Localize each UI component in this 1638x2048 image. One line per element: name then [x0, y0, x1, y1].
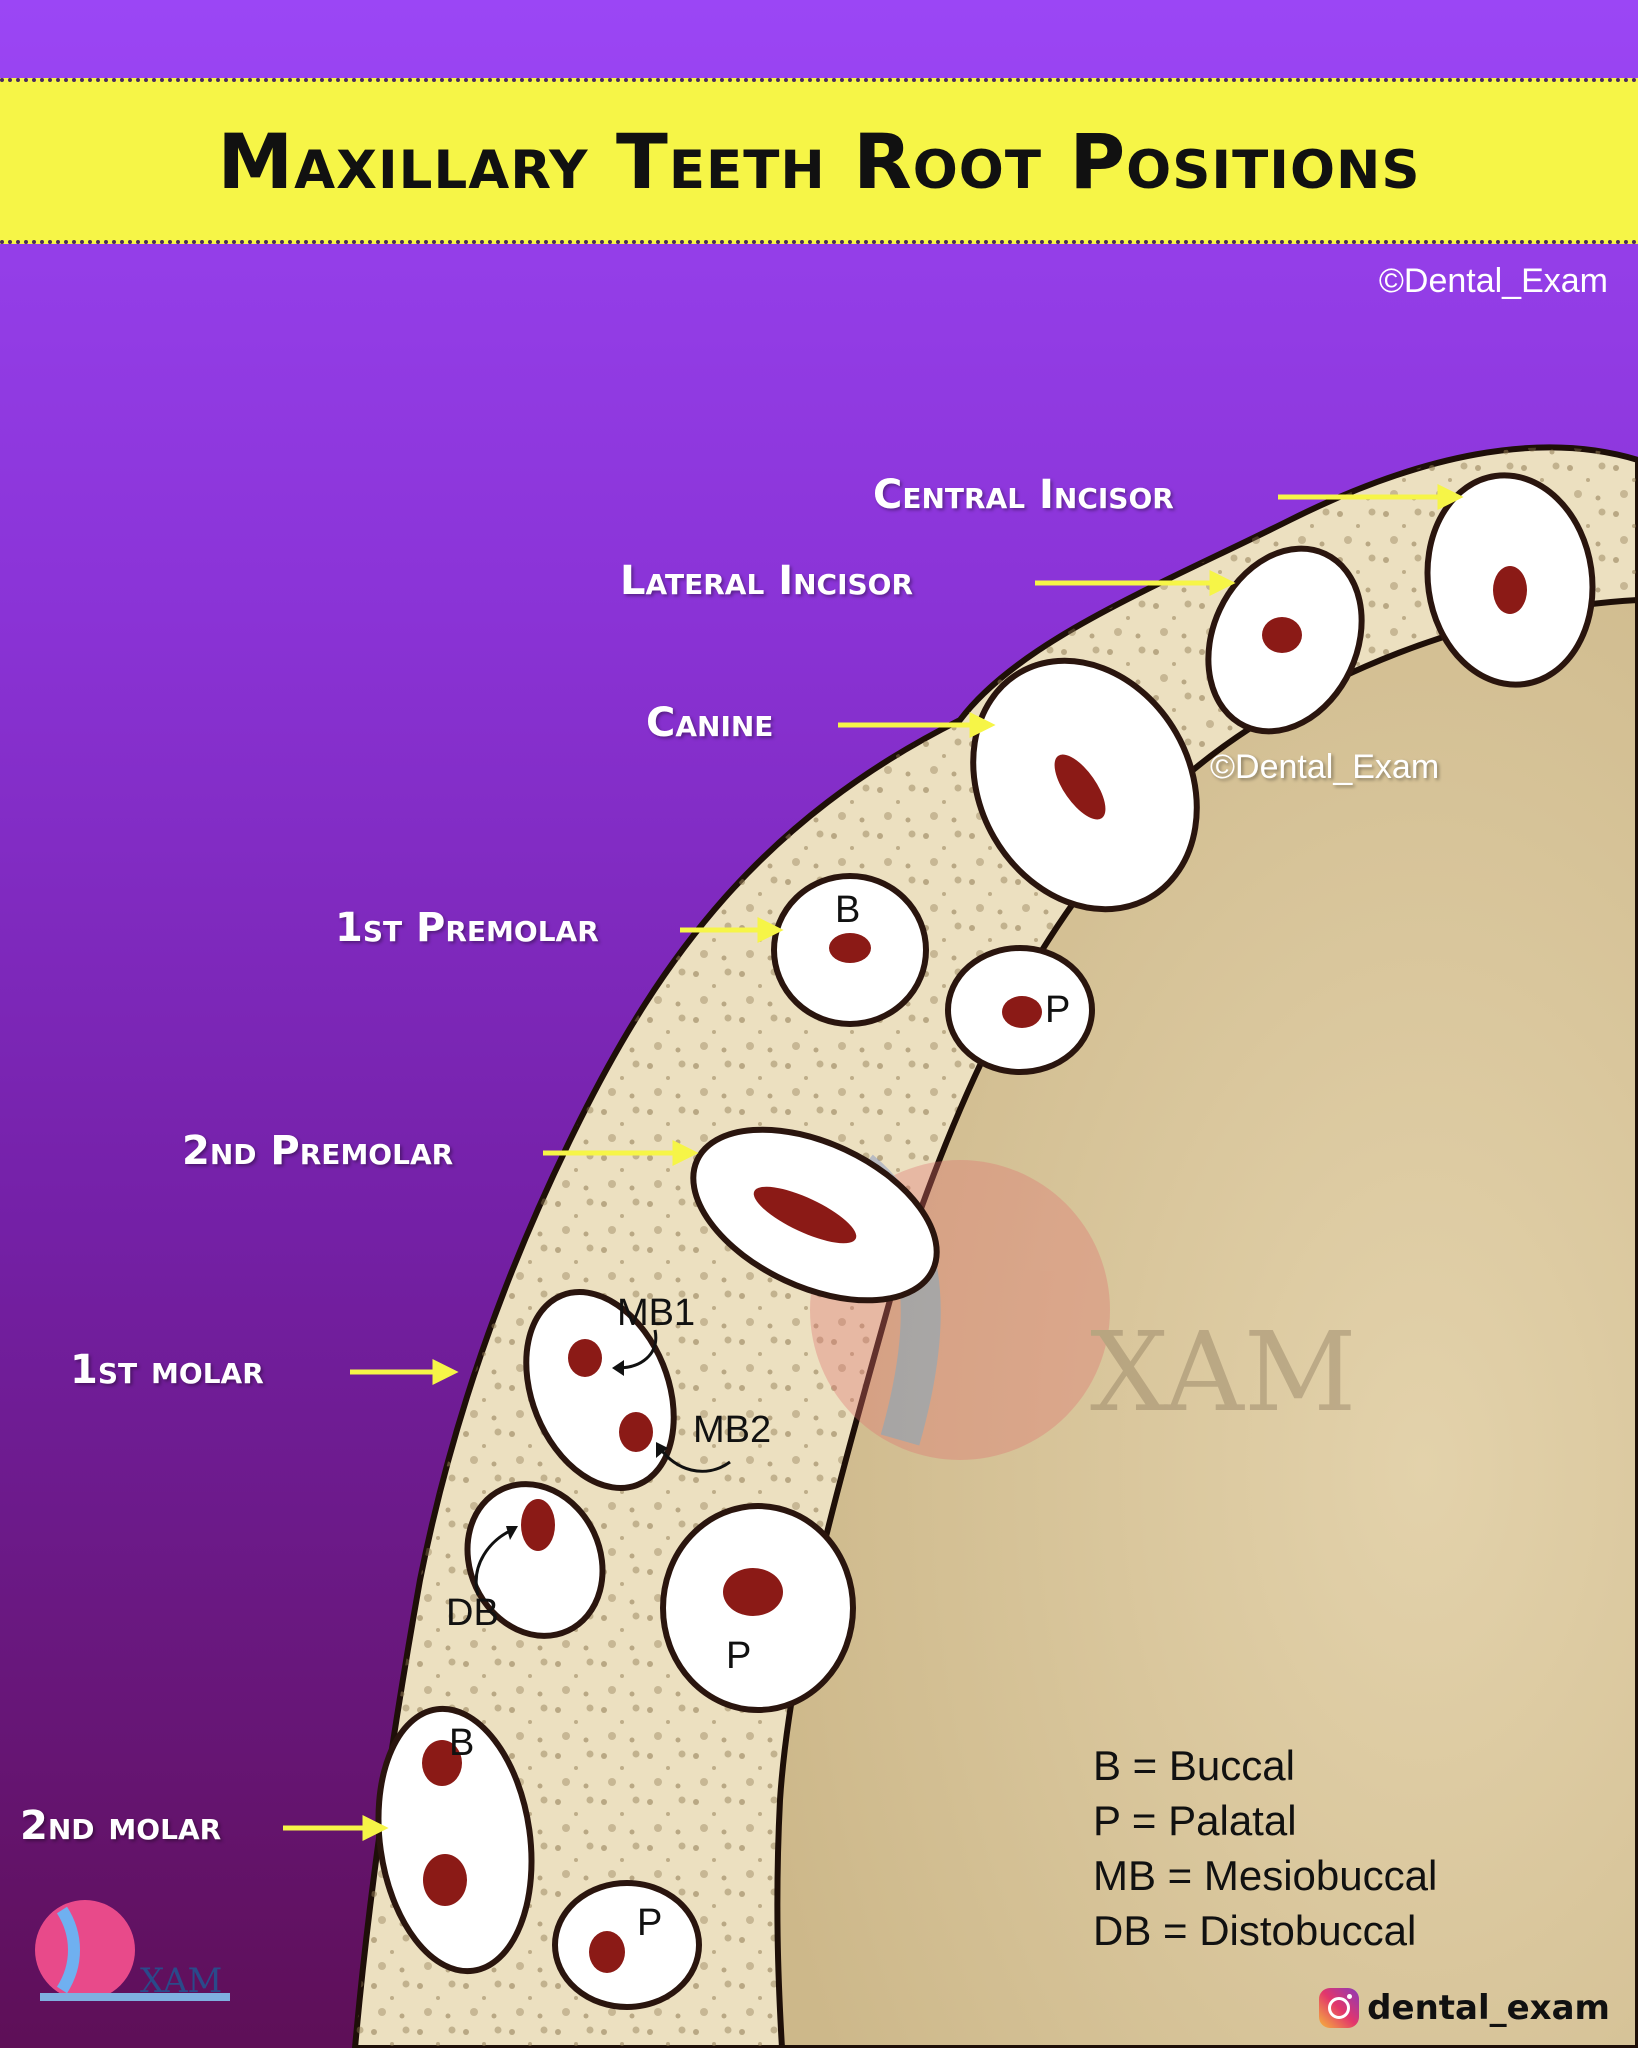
instagram-icon [1319, 1988, 1360, 2028]
label-first-molar: 1st molar [70, 1347, 264, 1393]
second-molar-buccal-socket [375, 1705, 535, 1975]
root-label-pm1-b: B [835, 889, 860, 931]
root-label-m1-p: P [726, 1635, 751, 1677]
db-pointer [474, 1528, 513, 1596]
root-label-m1-db: DB [446, 1592, 499, 1634]
copyright-top: ©Dental_Exam [1378, 262, 1608, 300]
first-molar-db-pulp [521, 1499, 555, 1551]
legend-item-mesiobuccal: MB = Mesiobuccal [1093, 1852, 1438, 1899]
label-central-incisor: Central Incisor [873, 472, 1174, 518]
logo-text: XAM [140, 1961, 222, 2001]
first-premolar-palatal-pulp [1002, 996, 1042, 1028]
legend: B = Buccal P = Palatal MB = Mesiobuccal … [1093, 1738, 1437, 1958]
root-label-m2-p: P [637, 1902, 662, 1944]
first-premolar-buccal-pulp [829, 933, 871, 963]
copyright-mid: ©Dental_Exam [1210, 748, 1440, 786]
page-title: Maxillary Teeth Root Positions [217, 116, 1421, 206]
root-label-m1-mb2: MB2 [693, 1409, 771, 1451]
first-molar-mb2-pulp [619, 1412, 653, 1452]
label-lateral-incisor: Lateral Incisor [620, 558, 914, 604]
first-molar-mb1-pulp [568, 1339, 602, 1377]
second-molar-b2-pulp [423, 1854, 467, 1906]
first-molar-palatal-pulp [723, 1568, 783, 1616]
instagram-handle[interactable]: dental_exam [1319, 1988, 1610, 2028]
mb1-pointer [617, 1329, 658, 1370]
label-canine: Canine [646, 700, 774, 746]
root-label-m1-mb1: MB1 [617, 1292, 695, 1334]
exam-logo: XAM [35, 1900, 230, 2001]
second-molar-palatal-socket [552, 1880, 702, 2010]
legend-item-palatal: P = Palatal [1093, 1797, 1297, 1844]
second-premolar-pulp [753, 1186, 857, 1244]
mb2-pointer [658, 1447, 731, 1473]
legend-item-distobuccal: DB = Distobuccal [1093, 1907, 1417, 1954]
watermark-text: XAM [1090, 1308, 1356, 1436]
second-molar-b1-pulp [422, 1740, 462, 1786]
label-first-premolar: 1st Premolar [335, 905, 599, 951]
root-label-pm1-p: P [1045, 989, 1070, 1031]
root-label-m2-b: B [449, 1722, 474, 1764]
central-incisor-pulp [1493, 566, 1527, 614]
instagram-handle-text: dental_exam [1367, 1988, 1610, 2028]
second-molar-palatal-pulp [589, 1931, 625, 1973]
lateral-incisor-pulp [1262, 617, 1302, 653]
label-second-premolar: 2nd Premolar [182, 1128, 454, 1174]
legend-item-buccal: B = Buccal [1093, 1742, 1295, 1789]
label-second-molar: 2nd molar [20, 1803, 222, 1849]
title-bar: Maxillary Teeth Root Positions [0, 78, 1638, 244]
canine-pulp [1054, 754, 1106, 820]
